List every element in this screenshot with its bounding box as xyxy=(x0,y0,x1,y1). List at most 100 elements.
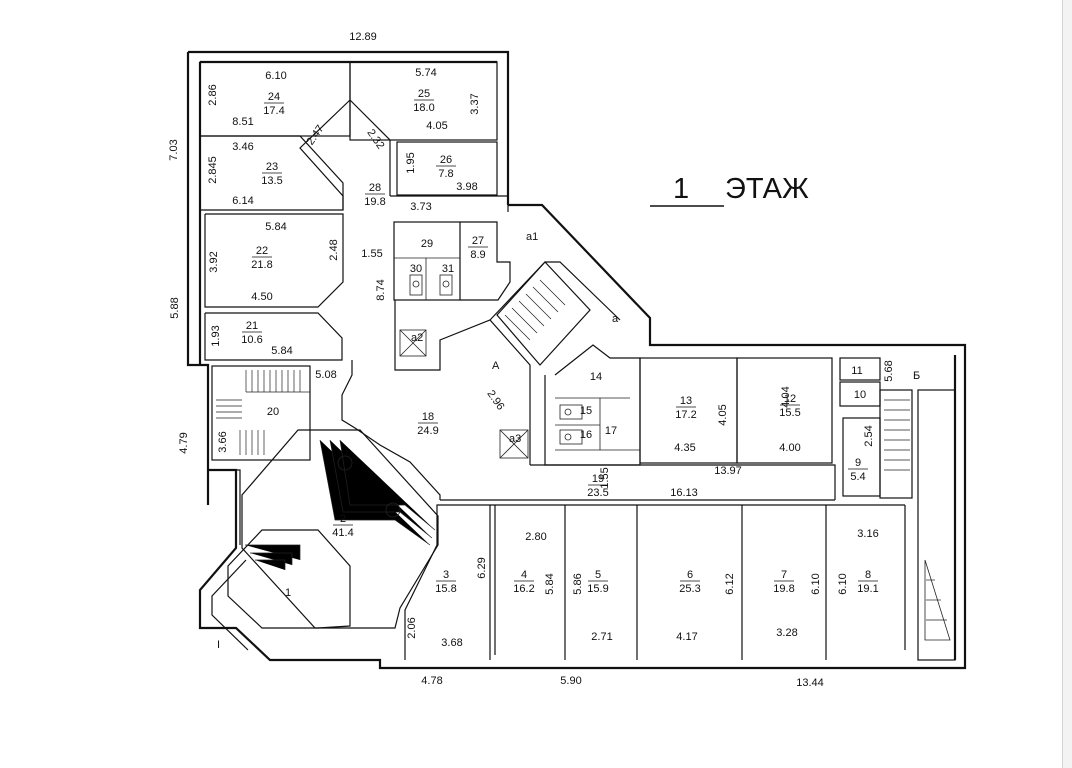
room-16: 16 xyxy=(580,429,592,441)
dimension-label: 2.96 xyxy=(484,388,506,412)
dimension-label: 6.10 xyxy=(810,573,822,594)
dimension-label: 5.84 xyxy=(544,573,556,594)
dimension-label: 5.08 xyxy=(315,369,336,381)
room-30: 30 xyxy=(410,263,422,275)
dimension-label: 3.73 xyxy=(410,201,431,213)
dimension-label: 5.90 xyxy=(560,675,581,687)
room-number: 28 xyxy=(369,182,381,194)
dimension-label: 4.04 xyxy=(780,386,792,407)
room-area: 17.2 xyxy=(675,409,696,421)
marker-B: Б xyxy=(913,370,920,382)
room-area: 5.4 xyxy=(850,471,865,483)
room-number: 15 xyxy=(580,405,592,417)
dimension-label: 2.47 xyxy=(304,123,326,147)
dimension-label: 4.35 xyxy=(674,442,695,454)
dimension-label: 13.97 xyxy=(714,465,742,477)
dimension-label: 5.86 xyxy=(572,573,584,594)
dimension-label: 2.48 xyxy=(328,239,340,260)
room-number: 10 xyxy=(854,389,866,401)
room-17: 17 xyxy=(605,425,617,437)
room-number: 27 xyxy=(472,235,484,247)
interior-walls xyxy=(199,61,956,661)
room-area: 17.4 xyxy=(263,105,284,117)
room-9: 95.4 xyxy=(848,457,868,483)
room-area: 41.4 xyxy=(332,527,353,539)
room-area: 15.5 xyxy=(779,407,800,419)
room-6: 625.3 xyxy=(679,569,700,595)
room-number: 14 xyxy=(590,371,602,383)
dimension-label: 2.845 xyxy=(207,156,219,184)
room-12: 12 15.5 xyxy=(779,393,800,419)
room-number: 20 xyxy=(267,406,279,418)
room-number: 4 xyxy=(521,569,527,581)
dimension-label: 5.84 xyxy=(271,345,292,357)
dimension-label: 8.51 xyxy=(232,116,253,128)
room-area: 7.8 xyxy=(438,168,453,180)
room-15: 15 xyxy=(580,405,592,417)
dimension-label: 7.03 xyxy=(168,139,180,160)
dimension-label: 8.74 xyxy=(375,279,387,300)
room-24: 24 17.4 xyxy=(263,91,284,117)
dimension-label: 4.78 xyxy=(421,675,442,687)
room-area: 18.0 xyxy=(413,102,434,114)
room-20: 20 xyxy=(267,406,279,418)
marker-I: I xyxy=(217,639,220,651)
page-edge xyxy=(1062,0,1072,768)
room-29: 29 xyxy=(421,238,433,250)
room-area: 19.8 xyxy=(364,196,385,208)
room-11: 11 xyxy=(851,365,862,377)
dimension-label: 4.79 xyxy=(178,432,190,453)
room-7: 719.8 xyxy=(773,569,794,595)
room-area: 19.1 xyxy=(857,583,878,595)
dimension-label: 1.93 xyxy=(210,325,222,346)
dimension-label: 2.54 xyxy=(863,425,875,446)
dimension-label: 12.89 xyxy=(349,31,377,43)
room-number: 21 xyxy=(246,320,258,332)
room-number: 1 xyxy=(285,587,291,599)
dimension-label: 5.84 xyxy=(265,221,286,233)
room-number: 23 xyxy=(266,161,278,173)
room-number: 19 xyxy=(592,473,604,485)
room-number: 22 xyxy=(256,245,268,257)
marker-a2: а2 xyxy=(411,332,423,344)
room-28: 28 19.8 xyxy=(364,182,385,208)
room-3: 315.8 xyxy=(435,569,456,595)
room-number: 31 xyxy=(442,263,454,275)
room-number: 12 xyxy=(784,393,796,405)
room-19: 19 23.5 xyxy=(587,473,608,499)
room-26: 267.8 xyxy=(436,154,456,180)
room-area: 15.9 xyxy=(587,583,608,595)
dimension-label: 2.06 xyxy=(406,617,418,638)
room-number: 8 xyxy=(865,569,871,581)
room-number: 24 xyxy=(268,91,280,103)
dimension-label: 2.86 xyxy=(207,84,219,105)
dimension-label: 16.13 xyxy=(670,487,698,499)
floor-title: ЭТАЖ xyxy=(725,173,809,205)
room-area: 23.5 xyxy=(587,487,608,499)
room-18: 18 24.9 xyxy=(417,411,438,437)
room-area: 15.8 xyxy=(435,583,456,595)
room-number: 26 xyxy=(440,154,452,166)
room-area: 24.9 xyxy=(417,425,438,437)
dimension-label: 3.16 xyxy=(857,528,878,540)
room-5: 515.9 xyxy=(587,569,608,595)
room-number: 18 xyxy=(422,411,434,423)
dimension-label: 5.74 xyxy=(415,67,436,79)
room-number: 6 xyxy=(687,569,693,581)
room-27: 278.9 xyxy=(468,235,488,261)
dimension-label: 6.10 xyxy=(265,70,286,82)
room-10: 10 xyxy=(854,389,866,401)
room-2: 241.4 xyxy=(332,513,353,539)
marker-a3: а3 xyxy=(509,433,521,445)
dimension-label: 4.05 xyxy=(426,120,447,132)
dimension-label: 4.50 xyxy=(251,291,272,303)
dimension-label: 3.98 xyxy=(456,181,477,193)
room-31: 31 xyxy=(442,263,454,275)
room-14: 14 xyxy=(590,371,602,383)
dimension-label: 2.71 xyxy=(591,631,612,643)
dimension-label: 5.68 xyxy=(883,360,895,381)
